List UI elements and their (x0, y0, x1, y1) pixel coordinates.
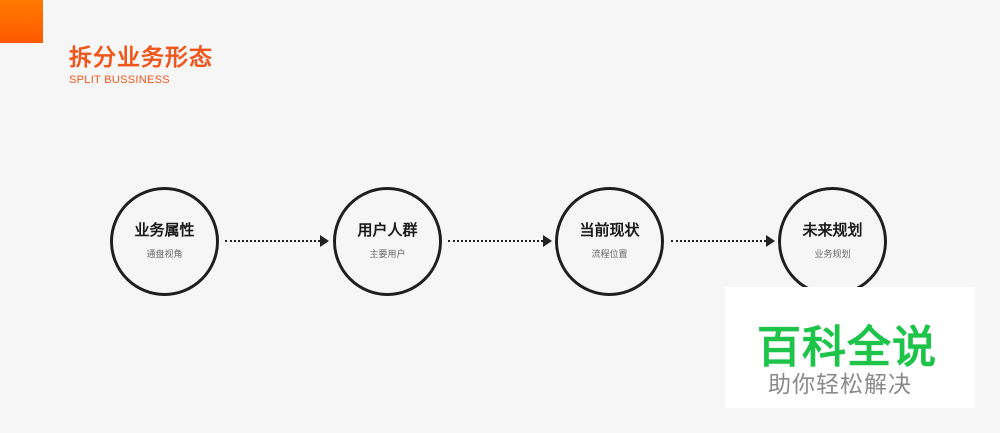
watermark-title: 百科全说 (757, 322, 937, 373)
flow-step-business-attributes: 业务属性 通盘视角 (110, 187, 219, 296)
flow-step-subtitle: 主要用户 (369, 250, 406, 260)
corner-accent-block (0, 0, 43, 43)
arrow-right-icon (671, 235, 775, 247)
watermark-logo: 百科全说 助你轻松解决 (725, 287, 975, 408)
flow-step-title: 用户人群 (357, 221, 418, 239)
flow-step-title: 未来规划 (802, 221, 863, 239)
arrow-right-icon (225, 235, 329, 247)
flow-step-user-groups: 用户人群 主要用户 (333, 187, 442, 296)
flow-step-future-planning: 未来规划 业务规划 (778, 187, 887, 296)
flow-step-subtitle: 流程位置 (591, 250, 628, 260)
page-subtitle: SPLIT BUSSINESS (69, 74, 170, 86)
flow-step-title: 当前现状 (579, 221, 640, 239)
flow-step-current-status: 当前现状 流程位置 (555, 187, 664, 296)
flow-step-subtitle: 通盘视角 (146, 250, 183, 260)
arrow-right-icon (448, 235, 552, 247)
flow-step-subtitle: 业务规划 (814, 250, 851, 260)
page-title: 拆分业务形态 (69, 45, 213, 71)
flow-step-title: 业务属性 (134, 221, 195, 239)
watermark-subtitle: 助你轻松解决 (768, 372, 912, 398)
